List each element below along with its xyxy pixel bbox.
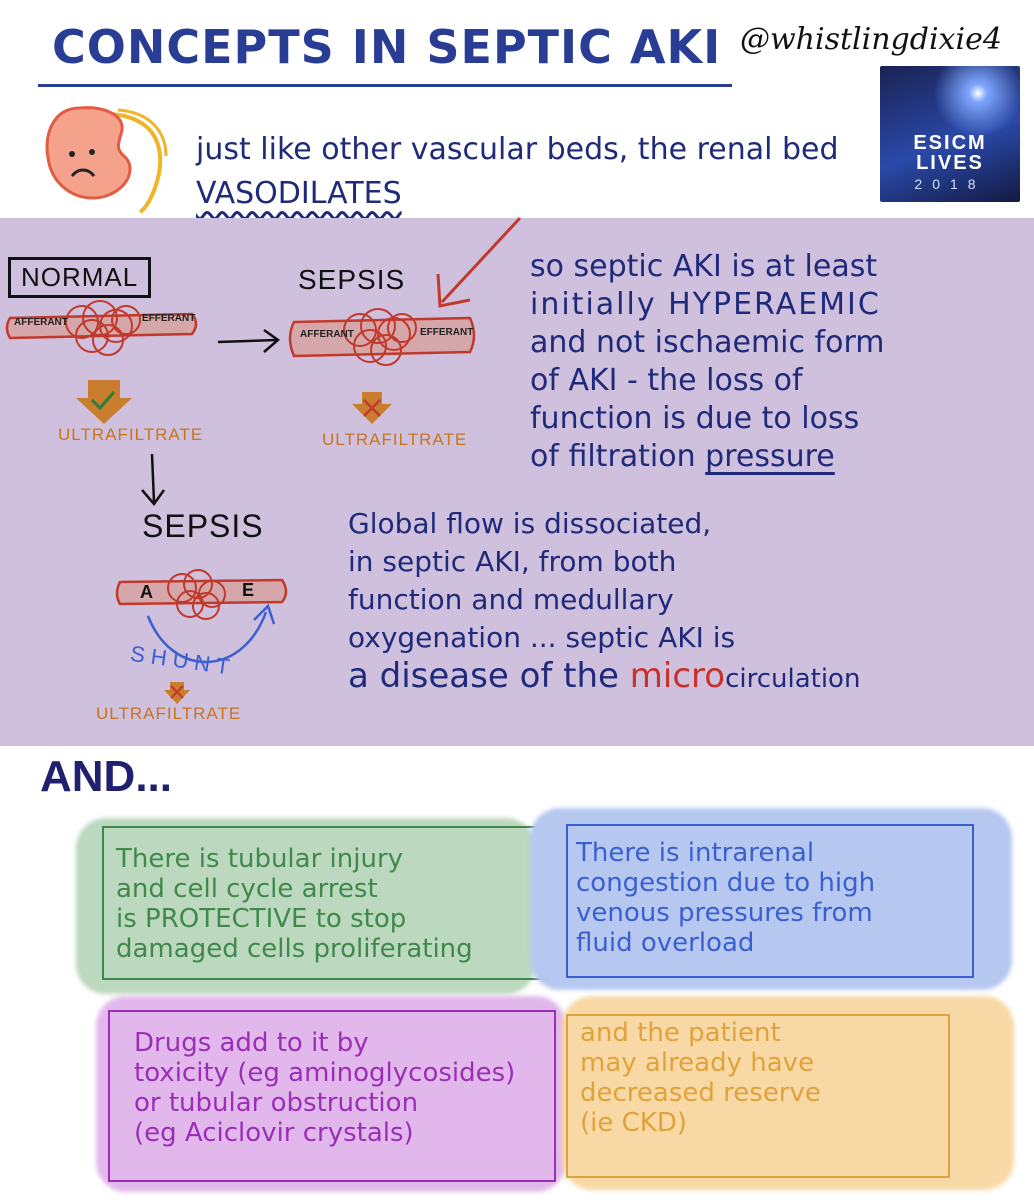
ultrafiltrate-arrow-small (164, 682, 190, 704)
pointer-arrow (436, 216, 522, 308)
afferent-label-2: AFFERANT (300, 329, 354, 340)
card-line-1: There is intrarenal (576, 838, 815, 868)
card-bg (530, 808, 1012, 990)
hyperaemic-line-1: so septic AKI is at least (530, 249, 878, 284)
sepsis-label-bottom: SEPSIS (142, 508, 264, 544)
sepsis-dilated-vessel (288, 308, 476, 366)
global-line-4: oxygenation ... septic AKI is (348, 621, 736, 654)
hyperaemic-line-4: of AKI - the loss of (530, 363, 803, 398)
ultrafiltrate-label-1: ULTRAFILTRATE (58, 425, 204, 444)
afferent-label-1: AFFERANT (14, 317, 68, 328)
logo-line-3: 2018 (914, 176, 986, 192)
ultrafiltrate-label-3: ULTRAFILTRATE (96, 704, 242, 723)
hyperaemic-line-6: of filtration (530, 439, 706, 474)
hyperaemic-line-3: and not ischaemic form (530, 325, 885, 360)
card-line-3: venous pressures from (576, 898, 873, 928)
logo-line-2: LIVES (916, 152, 984, 174)
shunt-e-label: E (242, 580, 255, 600)
efferent-label-2: EFFERANT (420, 327, 474, 338)
card-line-1: and the patient (580, 1018, 781, 1048)
card-text: There is intrarenal congestion due to hi… (576, 838, 875, 958)
title-underline (38, 84, 732, 87)
author-handle: @whistlingdixie4 (740, 22, 1002, 57)
ultrafiltrate-label-2: ULTRAFILTRATE (322, 430, 468, 449)
card-congestion: There is intrarenal congestion due to hi… (530, 808, 1012, 990)
esicm-lives-logo: ESICM LIVES 2018 (880, 66, 1020, 202)
purple-band (0, 218, 1034, 746)
intro-text: just like other vascular beds, the renal… (196, 128, 876, 216)
sepsis-label-top: SEPSIS (298, 264, 406, 295)
right-arrow (217, 328, 281, 353)
card-line-4: (ie CKD) (580, 1108, 687, 1138)
card-text: Drugs add to it by toxicity (eg aminogly… (134, 1028, 515, 1148)
card-line-3: is PROTECTIVE to stop (116, 904, 407, 934)
card-line-1: Drugs add to it by (134, 1028, 369, 1058)
card-line-4: damaged cells proliferating (116, 934, 473, 964)
intro-vasodilates: VASODILATES (196, 176, 402, 211)
micro-word: micro (629, 656, 726, 696)
card-line-4: (eg Aciclovir crystals) (134, 1118, 414, 1148)
card-reserve: and the patient may already have decreas… (562, 996, 1014, 1190)
card-line-2: congestion due to high (576, 868, 876, 898)
hyperaemic-line-5: function is due to loss (530, 401, 860, 436)
sad-kidney-icon (45, 106, 168, 214)
card-line-4: fluid overload (576, 928, 755, 958)
down-arrow (141, 453, 166, 507)
logo-line-1: ESICM (913, 132, 987, 154)
global-line-3: function and medullary (348, 583, 674, 616)
card-line-2: toxicity (eg aminoglycosides) (134, 1058, 516, 1088)
hyperaemic-line-2: initially HYPERAEMIC (530, 287, 881, 322)
card-drugs: Drugs add to it by toxicity (eg aminogly… (96, 996, 566, 1192)
card-line-3: or tubular obstruction (134, 1088, 419, 1118)
page-title: CONCEPTS IN SEPTIC AKI (52, 20, 722, 74)
card-line-3: decreased reserve (580, 1078, 821, 1108)
circulation-word: circulation (725, 664, 861, 694)
shunt-a-label: A (140, 582, 153, 602)
and-heading: AND... (40, 752, 172, 801)
global-line-1: Global flow is dissociated, (348, 507, 712, 540)
card-frame (108, 1010, 556, 1182)
ultrafiltrate-arrow-cross (352, 392, 392, 424)
normal-glomerulus-vessel (5, 300, 198, 356)
card-tubular-injury: There is tubular injury and cell cycle a… (76, 818, 596, 994)
hyperaemic-text: so septic AKI is at least initially HYPE… (530, 248, 1000, 476)
card-bg (96, 996, 566, 1192)
card-bg (562, 996, 1014, 1190)
card-bg (76, 818, 536, 994)
card-line-2: may already have (580, 1048, 815, 1078)
card-text: and the patient may already have decreas… (580, 1018, 821, 1138)
card-frame (566, 1014, 950, 1178)
global-line-2: in septic AKI, from both (348, 545, 677, 578)
pressure-word: pressure (705, 439, 835, 474)
card-line-2: and cell cycle arrest (116, 874, 378, 904)
intro-main: just like other vascular beds, the renal… (196, 132, 839, 167)
efferent-label-1: EFFERANT (142, 313, 196, 324)
card-text: There is tubular injury and cell cycle a… (116, 844, 473, 964)
shunt-vessel (115, 569, 288, 664)
ultrafiltrate-arrow-check (76, 380, 132, 424)
global-flow-text: Global flow is dissociated, in septic AK… (348, 505, 1028, 698)
card-line-1: There is tubular injury (116, 844, 404, 874)
card-frame (566, 824, 974, 978)
normal-label: NORMAL (8, 257, 152, 298)
global-line-5: a disease of the (348, 656, 630, 696)
